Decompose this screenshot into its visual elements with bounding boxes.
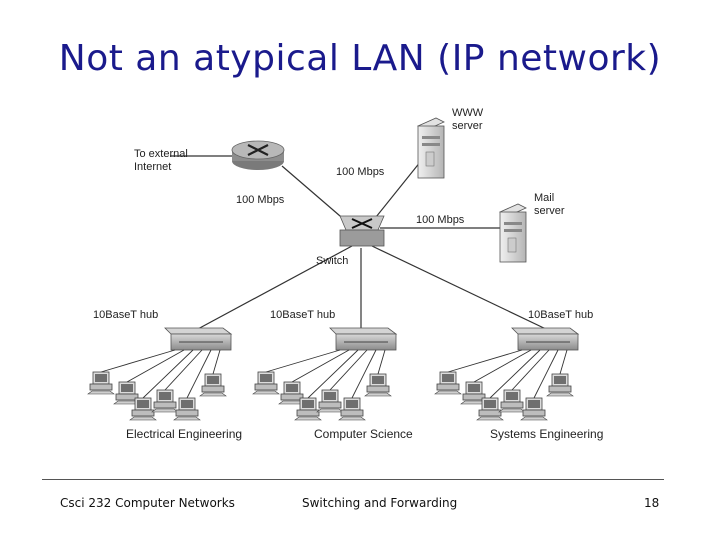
network-links bbox=[170, 155, 549, 331]
www-server-label-2: server bbox=[452, 120, 483, 132]
footer-course: Csci 232 Computer Networks bbox=[60, 496, 235, 510]
hub-label: 10BaseT hub bbox=[270, 309, 335, 321]
hub-label: 10BaseT hub bbox=[528, 309, 593, 321]
link-speed-router: 100 Mbps bbox=[236, 194, 285, 206]
mail-server-label-1: Mail bbox=[534, 192, 554, 204]
workstation-icon bbox=[338, 397, 366, 421]
external-internet-label-2: Internet bbox=[134, 161, 171, 173]
department-label: Systems Engineering bbox=[490, 427, 603, 441]
workstation-icon bbox=[364, 373, 392, 397]
www-server-icon bbox=[417, 117, 445, 179]
workstation-icon bbox=[316, 389, 344, 413]
workstation-icon bbox=[434, 371, 462, 395]
link-switch-www bbox=[371, 155, 426, 223]
workstation-icon bbox=[113, 381, 141, 405]
mail-server-icon bbox=[499, 203, 527, 263]
footer-divider bbox=[42, 479, 664, 480]
switch-label: Switch bbox=[316, 255, 348, 267]
workstation-icon bbox=[252, 371, 280, 395]
workstation-icon bbox=[151, 389, 179, 413]
link-speed-www: 100 Mbps bbox=[336, 166, 385, 178]
external-internet-label-1: To external bbox=[134, 148, 188, 160]
workstation-icon bbox=[129, 397, 157, 421]
hub-icon bbox=[329, 327, 398, 351]
workstation-icon bbox=[520, 397, 548, 421]
workstation-icon bbox=[546, 373, 574, 397]
workstation-icon bbox=[476, 397, 504, 421]
link-switch-hub-se bbox=[371, 245, 549, 331]
hub-icon bbox=[164, 327, 233, 351]
department-label: Computer Science bbox=[314, 427, 413, 441]
workstation-icon bbox=[87, 371, 115, 395]
hub-icon bbox=[511, 327, 580, 351]
workstation-icon bbox=[294, 397, 322, 421]
workstation-icon bbox=[199, 373, 227, 397]
switch-icon bbox=[339, 215, 385, 247]
department-label: Electrical Engineering bbox=[126, 427, 242, 441]
workstation-icon bbox=[278, 381, 306, 405]
footer-topic: Switching and Forwarding bbox=[302, 496, 458, 510]
www-server-label-1: WWW bbox=[452, 107, 484, 119]
slide-title: Not an atypical LAN (IP network) bbox=[58, 38, 662, 79]
page-number: 18 bbox=[644, 496, 660, 510]
link-speed-mail: 100 Mbps bbox=[416, 214, 465, 226]
workstation-icon bbox=[498, 389, 526, 413]
mail-server-label-2: server bbox=[534, 205, 565, 217]
lan-diagram: To external Internet WWW server Mail ser… bbox=[87, 107, 603, 441]
hub-label: 10BaseT hub bbox=[93, 309, 158, 321]
link-switch-hub-ee bbox=[195, 245, 353, 331]
workstation-icon bbox=[173, 397, 201, 421]
link-router-switch bbox=[281, 165, 348, 223]
router-icon bbox=[231, 140, 285, 170]
